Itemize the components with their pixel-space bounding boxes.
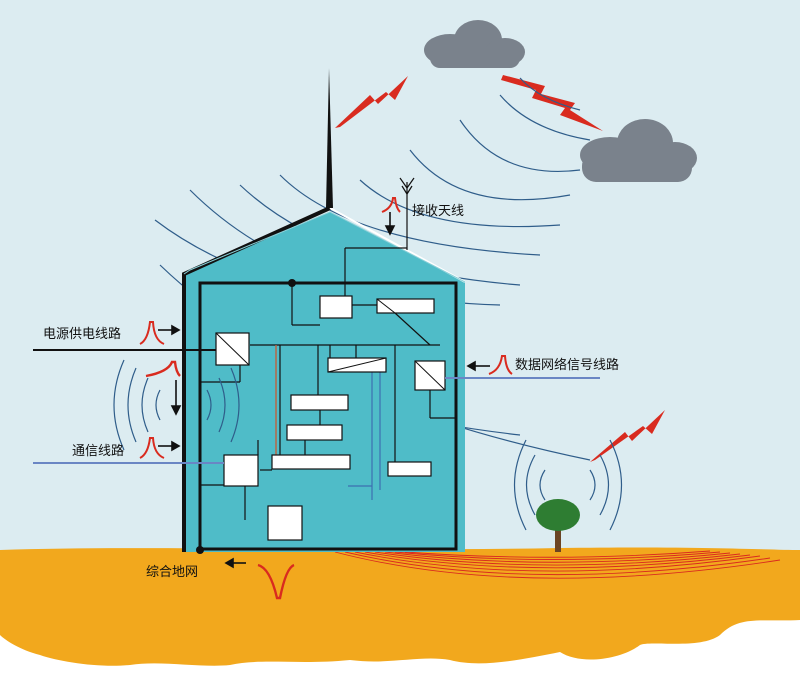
surge-pulse-icon [257, 563, 295, 600]
power-line-label: 电源供电线路 [43, 327, 122, 342]
roof-edge-right [183, 211, 466, 283]
lightning-rod [326, 68, 333, 208]
antenna-icon [344, 177, 415, 298]
surge-pulse-icon [139, 321, 165, 345]
lightning-bolt-icon [501, 75, 603, 131]
ground-area [0, 547, 800, 666]
receive-antenna-label: 接收天线 [412, 204, 465, 219]
emi-waves-tree [513, 439, 623, 531]
comm-line-label: 通信线路 [72, 444, 125, 459]
arrow-icon [170, 380, 182, 416]
emi-waves-left [113, 359, 240, 451]
surge-pulse-icon [488, 355, 513, 375]
signal-wiring [348, 372, 381, 500]
lightning-bolt-icon [335, 76, 408, 128]
cloud-icon [580, 119, 697, 182]
spd-diagonal [327, 357, 387, 373]
cloud-icon [424, 20, 525, 68]
arrow-icon [158, 440, 181, 452]
spd-diagonal [215, 332, 250, 366]
surge-pulse-icon [381, 197, 401, 213]
tree-icon [536, 499, 580, 552]
junction-dot [288, 279, 296, 287]
ground-net-label: 综合地网 [146, 565, 199, 580]
surge-pulse-icon [139, 437, 165, 459]
roof-edge [329, 207, 466, 283]
junction-dot [196, 546, 204, 554]
surge-pulse-icon [145, 360, 181, 378]
lightning-bolt-icon [590, 410, 665, 462]
data-line-label: 数据网络信号线路 [515, 358, 620, 373]
arrow-icon [384, 212, 396, 236]
spd-diagonal [376, 298, 396, 314]
arrow-icon [466, 360, 490, 372]
ground-surge-waves [334, 550, 781, 579]
inner-equipment-frame [198, 281, 458, 551]
spd-diagonal [414, 360, 446, 391]
arrow-icon [224, 557, 246, 569]
arrow-icon [158, 324, 181, 336]
